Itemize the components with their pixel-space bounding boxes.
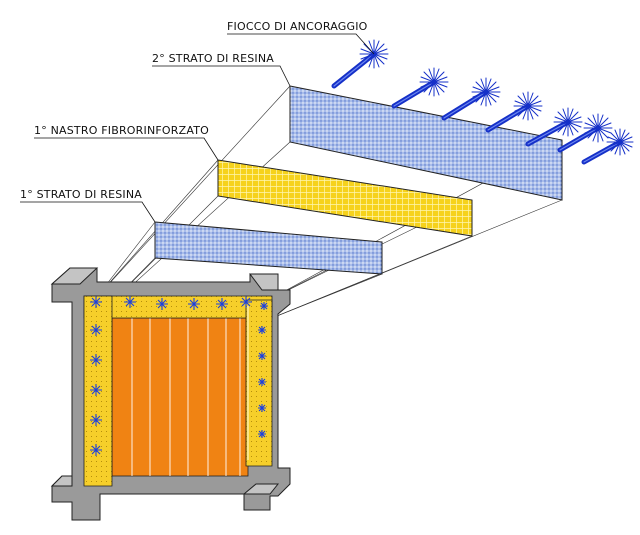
fiber-tape-1 (217, 159, 473, 237)
anchor-points (90, 296, 268, 456)
anchor-icon (485, 91, 543, 133)
label-resin-1-text: 1° STRATO DI RESINA (20, 188, 142, 201)
anchor-icon (525, 107, 583, 147)
label-anchor: FIOCCO DI ANCORAGGIO (227, 20, 375, 55)
anchor-icon (581, 128, 634, 165)
resin-layer-1 (154, 221, 383, 275)
label-resin-2-text: 2° STRATO DI RESINA (152, 52, 274, 65)
label-fiber-tape-1: 1° NASTRO FIBRORINFORZATO (34, 124, 219, 161)
anchor-icon (331, 39, 389, 89)
masonry-panel (111, 317, 249, 477)
anchor-icon (391, 67, 449, 109)
label-anchor-text: FIOCCO DI ANCORAGGIO (227, 20, 368, 33)
resin-layer-2 (289, 85, 563, 201)
anchor-icon (557, 113, 613, 153)
label-resin-layer-2: 2° STRATO DI RESINA (152, 52, 291, 87)
label-fiber-1-text: 1° NASTRO FIBRORINFORZATO (34, 124, 209, 137)
anchor-icon (441, 77, 501, 121)
label-resin-layer-1: 1° STRATO DI RESINA (20, 188, 156, 223)
